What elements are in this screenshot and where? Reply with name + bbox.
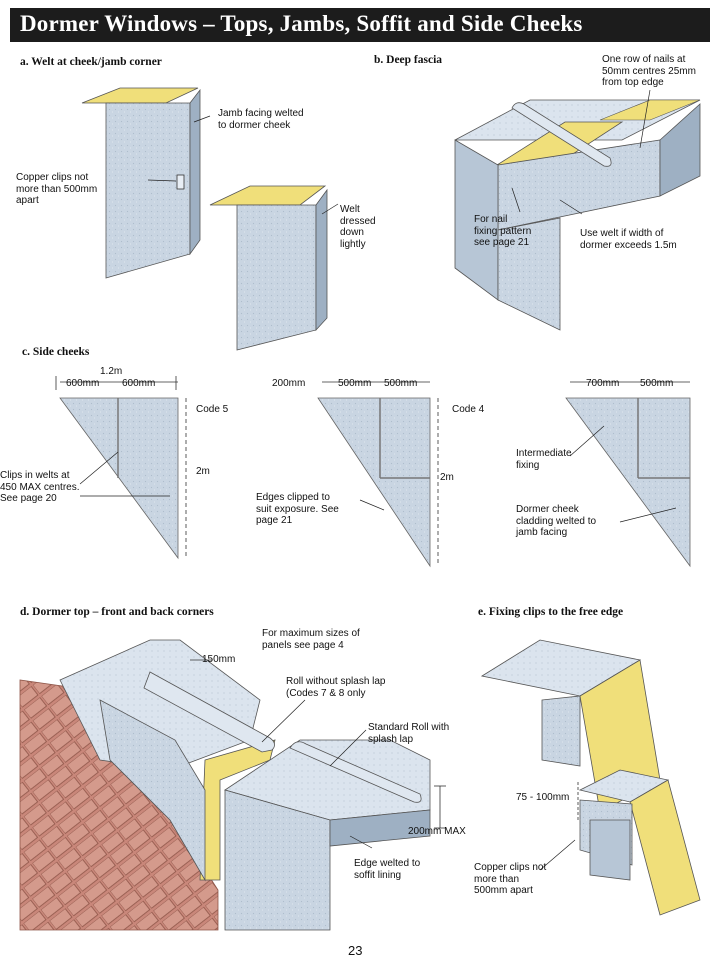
e-lower-insulation <box>629 779 701 916</box>
e-lower-face <box>589 819 631 881</box>
heading-section-d: d. Dormer top – front and back corners <box>20 606 214 618</box>
c-note-2: Edges clipped to suit exposure. See page… <box>256 492 339 526</box>
a-cheek-side <box>189 88 201 256</box>
heading-section-b: b. Deep fascia <box>374 54 443 66</box>
e-label-75-100mm: 75 - 100mm <box>516 792 570 803</box>
c-note-3a: Intermediate fixing <box>516 448 572 471</box>
e-upper-front <box>541 695 581 767</box>
e-label-copper-clips: Copper clips not more than 500mm apart <box>474 862 547 896</box>
d-standard-roll <box>289 741 422 803</box>
b-label-nail-pattern: For nail fixing pattern see page 21 <box>474 214 532 248</box>
c-dim-3-right: 500mm <box>640 378 674 389</box>
d-label-200mm-max: 200mm MAX <box>408 826 466 837</box>
page-number: 23 <box>348 943 363 958</box>
d-front-fascia <box>224 789 331 931</box>
b-roll <box>511 102 612 167</box>
d-roll-no-splash <box>143 671 275 753</box>
c-code-1: Code 5 <box>196 404 229 415</box>
c-dim-1-left: 600mm <box>66 378 100 389</box>
d-label-max-sizes: For maximum sizes of panels see page 4 <box>262 628 360 651</box>
a-copper-clip <box>176 174 185 190</box>
b-label-use-welt: Use welt if width of dormer exceeds 1.5m <box>580 228 677 251</box>
c-height-2: 2m <box>440 472 454 483</box>
a-label-jamb-facing: Jamb facing welted to dormer cheek <box>218 108 304 131</box>
section-c-drawing <box>55 376 691 568</box>
c-dim-1-total: 1.2m <box>100 366 123 377</box>
c-note-1: Clips in welts at 450 MAX centres. See p… <box>0 470 80 504</box>
page-title: Dormer Windows – Tops, Jambs, Soffit and… <box>20 11 583 36</box>
d-insulation-edge <box>199 739 276 881</box>
c-height-1: 2m <box>196 466 210 477</box>
heading-section-e: e. Fixing clips to the free edge <box>478 606 624 618</box>
b-top-insulation-right <box>599 99 701 121</box>
c-code-2: Code 4 <box>452 404 485 415</box>
c-dim-1-right: 600mm <box>122 378 156 389</box>
c-cheek-3 <box>565 397 691 568</box>
a-jamb-top <box>209 185 327 206</box>
d-fascia-side <box>329 809 431 847</box>
d-label-roll-no-splash: Roll without splash lap (Codes 7 & 8 onl… <box>286 676 386 699</box>
c-dim-3-left: 700mm <box>586 378 620 389</box>
a-label-welt-dressed: Welt dressed down lightly <box>340 204 376 250</box>
a-label-copper-clips: Copper clips not more than 500mm apart <box>16 172 98 206</box>
a-jamb-side <box>315 188 328 332</box>
c-dim-2-mid: 500mm <box>338 378 372 389</box>
a-cheek-face <box>105 102 191 279</box>
heading-section-a: a. Welt at cheek/jamb corner <box>20 56 162 68</box>
c-cheek-1 <box>59 397 179 560</box>
a-cheek-top <box>81 87 199 104</box>
d-label-standard-roll: Standard Roll with splash lap <box>368 722 450 745</box>
section-a-drawing <box>81 87 339 351</box>
title-bar <box>10 8 710 42</box>
c-dim-2-left: 200mm <box>272 378 306 389</box>
d-label-150mm: 150mm <box>202 654 236 665</box>
c-cheek-2 <box>317 397 431 568</box>
c-dim-2-right: 500mm <box>384 378 418 389</box>
b-fascia-side <box>659 103 701 197</box>
b-jamb-front <box>497 217 561 331</box>
b-label-nails: One row of nails at 50mm centres 25mm fr… <box>602 54 696 88</box>
c-note-3b: Dormer cheek cladding welted to jamb fac… <box>516 504 597 538</box>
d-label-edge-welted: Edge welted to soffit lining <box>354 858 421 881</box>
heading-section-c: c. Side cheeks <box>22 346 90 358</box>
section-b-drawing <box>454 89 701 331</box>
a-jamb-face <box>236 204 317 351</box>
section-d-drawing <box>19 639 446 931</box>
section-e-drawing <box>480 639 701 916</box>
d-roof-flank <box>99 699 206 882</box>
